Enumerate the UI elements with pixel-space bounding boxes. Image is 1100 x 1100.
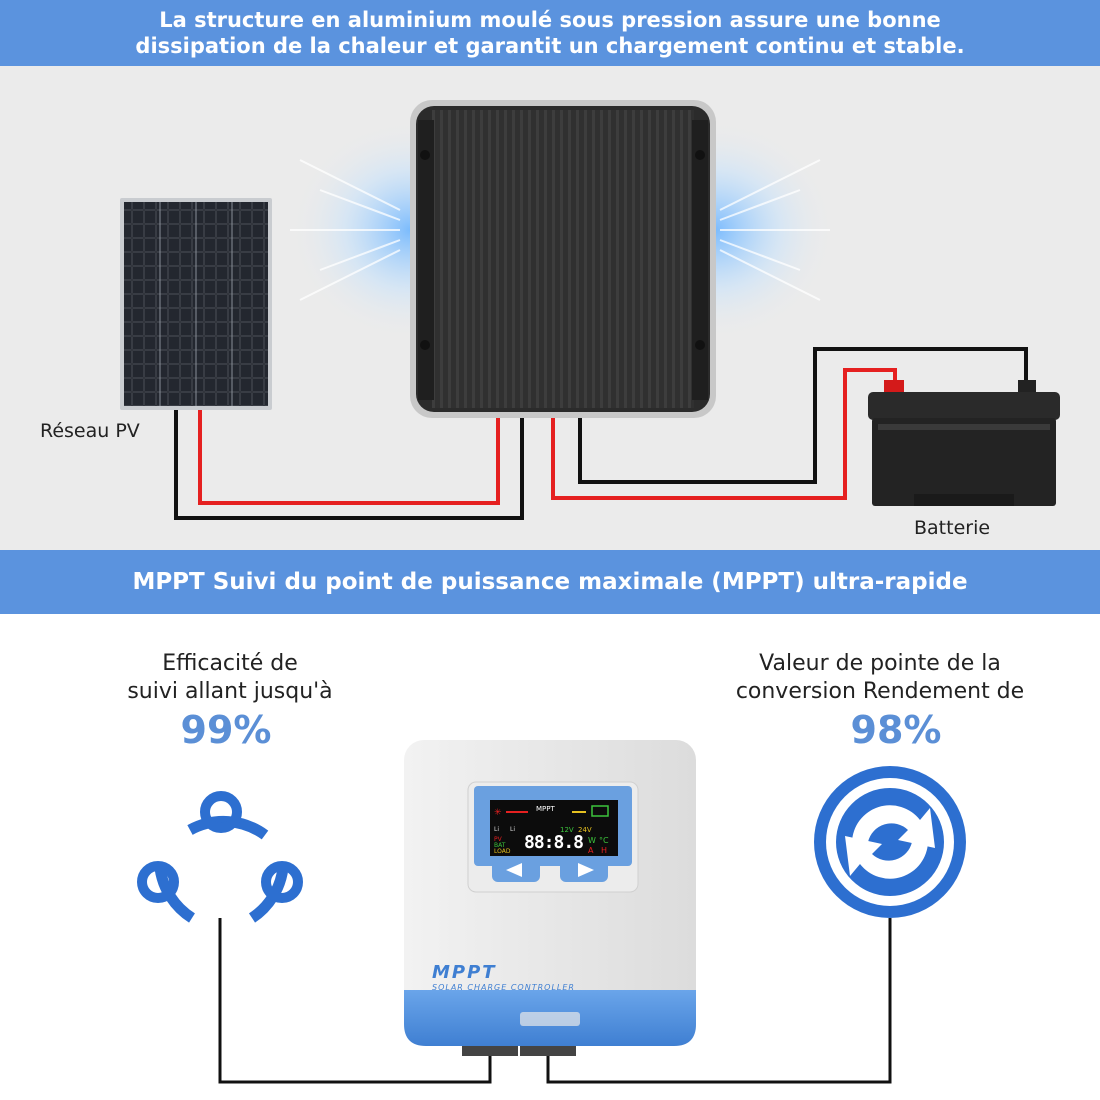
network-cycle-icon bbox=[137, 791, 303, 923]
mppt-controller-front: ✳ bbox=[404, 740, 696, 1056]
aluminium-controller bbox=[410, 100, 716, 418]
battery-wires bbox=[551, 347, 1028, 500]
display-mppt-label: MPPT bbox=[536, 805, 555, 813]
mppt-banner: MPPT Suivi du point de puissance maximal… bbox=[0, 550, 1100, 614]
display-lith2: Li bbox=[510, 826, 516, 833]
svg-text:✳: ✳ bbox=[494, 808, 502, 818]
controller-brand: MPPT bbox=[432, 962, 497, 983]
feature-left-line1: Efficacité de bbox=[162, 651, 298, 676]
battery bbox=[868, 380, 1060, 506]
feature-right-line1: Valeur de pointe de la bbox=[759, 651, 1001, 676]
controller-subtitle: SOLAR CHARGE CONTROLLER bbox=[432, 983, 575, 992]
display-24v: 24V bbox=[578, 826, 592, 834]
solar-panel bbox=[120, 198, 272, 410]
feature-left-line2: suivi allant jusqu'à bbox=[127, 679, 333, 704]
feature-left-text: Efficacité de suivi allant jusqu'à bbox=[60, 650, 400, 706]
top-banner-line1: La structure en aluminium moulé sous pre… bbox=[159, 8, 941, 32]
display-pv: PV bbox=[494, 836, 502, 843]
pv-wires bbox=[174, 410, 524, 520]
display-bat: BAT bbox=[494, 842, 506, 849]
display-12v: 12V bbox=[560, 826, 574, 834]
battery-label: Batterie bbox=[914, 517, 991, 539]
display-a: A bbox=[588, 846, 594, 855]
feature-right-text: Valeur de pointe de la conversion Rendem… bbox=[690, 650, 1070, 706]
feature-right-percent: 98% bbox=[850, 708, 942, 752]
display-lith1: Li bbox=[494, 826, 500, 833]
display-digits: 88:8.8 bbox=[524, 832, 584, 853]
display-h: H bbox=[601, 846, 608, 855]
top-banner: La structure en aluminium moulé sous pre… bbox=[0, 0, 1100, 66]
pv-label: Réseau PV bbox=[40, 420, 140, 442]
display-load: LOAD bbox=[494, 848, 511, 855]
feature-right-line2: conversion Rendement de bbox=[735, 679, 1025, 704]
display-w: W bbox=[588, 836, 596, 845]
feature-left-percent: 99% bbox=[180, 708, 272, 752]
conversion-arrows-icon bbox=[814, 766, 966, 918]
bottom-connection-lines bbox=[218, 918, 892, 1084]
top-banner-line2: dissipation de la chaleur et garantit un… bbox=[135, 34, 965, 58]
display-c: °C bbox=[599, 836, 609, 845]
